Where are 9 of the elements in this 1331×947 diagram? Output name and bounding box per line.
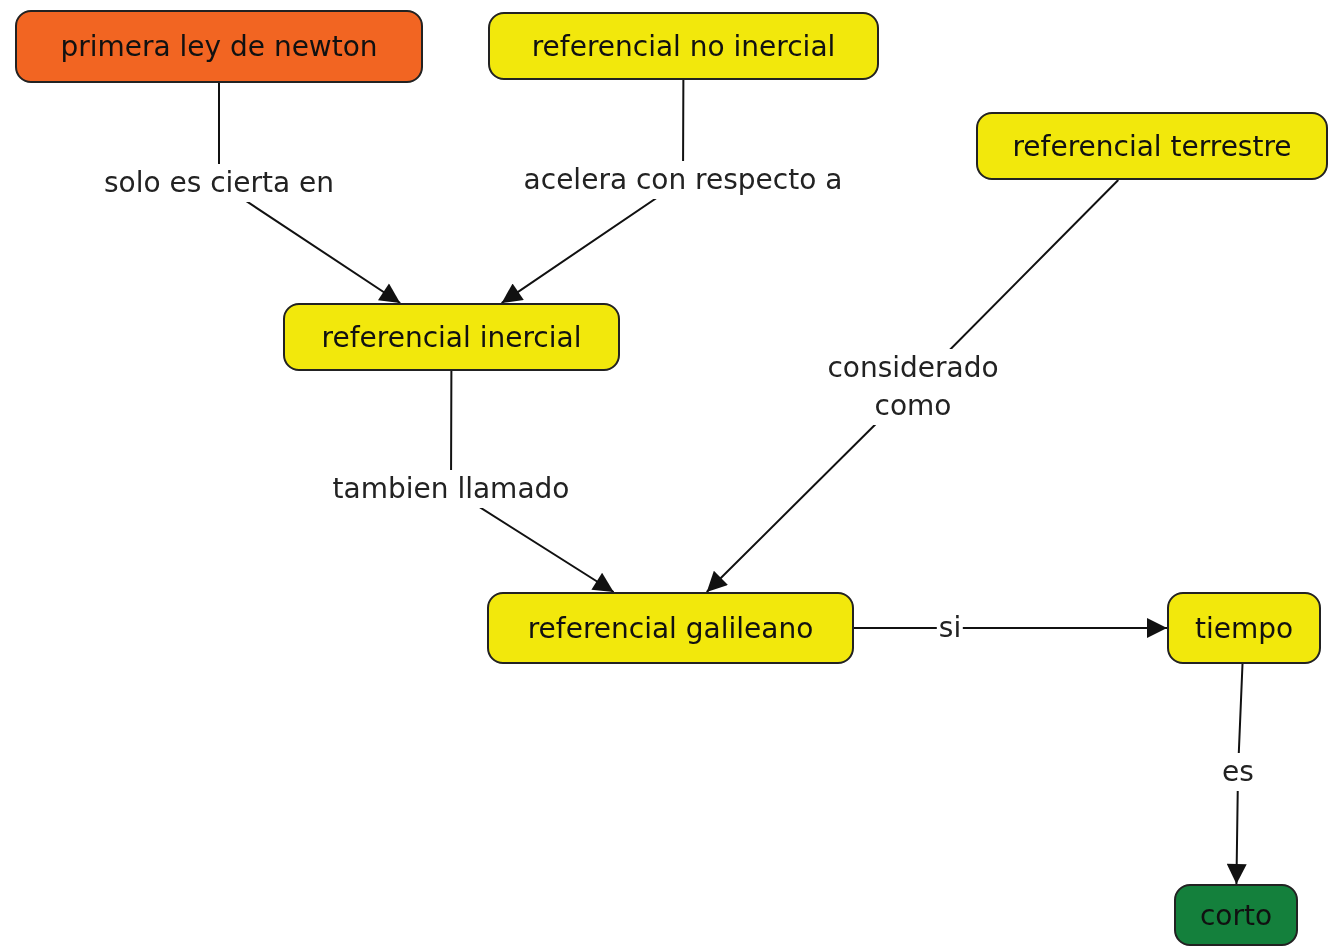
concept-box: referencial no inercial bbox=[488, 12, 879, 80]
concept-box: referencial terrestre bbox=[976, 112, 1328, 180]
arrow bbox=[853, 618, 1168, 638]
concept-box: tiempo bbox=[1167, 592, 1321, 664]
concept-box: primera ley de newton bbox=[15, 10, 423, 83]
concept-box: corto bbox=[1174, 884, 1298, 946]
concept-box: referencial galileano bbox=[487, 592, 854, 664]
edge-label: es bbox=[1220, 753, 1256, 791]
concept-box: referencial inercial bbox=[283, 303, 620, 371]
